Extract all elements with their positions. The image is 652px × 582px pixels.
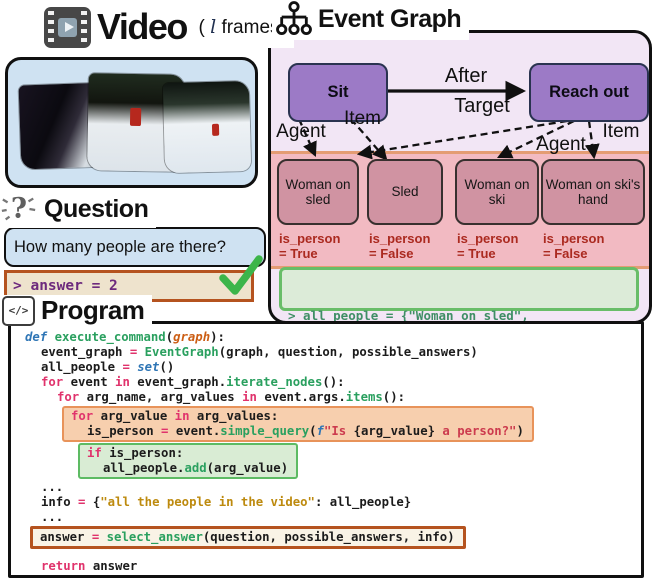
brown-highlight-box: answer = select_answer(question, possibl… — [30, 526, 466, 549]
result-line-1: > all_people = {"Woman on sled", — [288, 308, 529, 323]
svg-text:?: ? — [11, 193, 27, 225]
edge-label-item-left: Item — [344, 108, 381, 129]
skier-figure — [211, 123, 220, 136]
code-line: ... — [41, 480, 64, 494]
video-frame — [162, 80, 252, 174]
code-line: event_graph = EventGraph(graph, question… — [41, 345, 478, 359]
skier-figure — [129, 107, 142, 127]
orange-highlight-box: for arg_value in arg_values:is_person = … — [62, 406, 534, 442]
event-node-reach-out: Reach out — [529, 63, 649, 122]
edge-target — [356, 119, 568, 160]
question-title: Question — [44, 194, 149, 223]
code-line: is_person = event.simple_query(f"Is {arg… — [87, 424, 524, 438]
entity-card-woman-on-sled: Woman on sled — [277, 159, 359, 225]
is-person-flag: is_person= True — [279, 231, 341, 262]
event-node-sit: Sit — [288, 63, 388, 122]
code-line: all_people.add(arg_value) — [103, 461, 289, 475]
is-person-flag: is_person= False — [369, 231, 431, 262]
video-frame-count: ( l frames) — [198, 15, 286, 38]
video-title-row: Video ( l frames) — [44, 6, 294, 48]
edge-label-after: After — [444, 65, 488, 87]
code-line: answer = select_answer(question, possibl… — [40, 530, 455, 544]
event-graph-panel: Sit Reach out After Target Agent Item Ag… — [268, 30, 652, 324]
code-line — [11, 550, 641, 559]
program-title: Program — [41, 295, 145, 325]
code-line: return answer — [41, 559, 138, 573]
frames-variable: l — [210, 15, 217, 38]
entity-card-woman-on-skis-hand: Woman on ski's hand — [541, 159, 645, 225]
is-person-flag: is_person= False — [543, 231, 605, 262]
edge-agent-left — [297, 118, 317, 158]
edge-label-agent-left: Agent — [276, 121, 326, 142]
program-code: def execute_command(graph):event_graph =… — [11, 330, 641, 574]
edge-item-left — [350, 118, 388, 161]
all-people-result-box: > all_people = {"Woman on sled", "Woman … — [279, 267, 639, 321]
checkmark-icon — [219, 255, 263, 295]
answer-code: > answer = 2 — [13, 278, 118, 294]
event-edges — [297, 80, 600, 161]
code-line: for event in event_graph.iterate_nodes()… — [41, 375, 345, 389]
question-text: How many people are there? — [14, 237, 226, 256]
edge-label-agent-right: Agent — [536, 134, 586, 155]
video-title: Video — [97, 6, 188, 47]
code-icon: </> — [2, 295, 35, 326]
code-line: def execute_command(graph): — [25, 330, 225, 344]
green-highlight-box: if is_person:all_people.add(arg_value) — [78, 443, 299, 479]
code-line: for arg_value in arg_values: — [71, 409, 279, 423]
edge-label-target: Target — [454, 95, 510, 117]
question-mark-icon: ? — [1, 193, 36, 225]
code-line: for arg_name, arg_values in event.args.i… — [57, 390, 406, 404]
filmstrip-play-icon — [44, 6, 91, 48]
edge-label-item-right: Item — [602, 121, 640, 142]
edge-item-right — [584, 120, 600, 160]
event-graph-title-row: Event Graph — [272, 0, 470, 40]
video-thumbnails-box — [5, 57, 258, 188]
code-line: all_people = set() — [41, 360, 175, 374]
code-line: if is_person: — [87, 446, 184, 460]
event-graph-title: Event Graph — [318, 4, 462, 33]
entity-card-woman-on-ski: Woman on ski — [455, 159, 539, 225]
edge-agent-right — [496, 119, 575, 159]
program-title-row: </> Program — [2, 295, 153, 326]
program-box: def execute_command(graph):event_graph =… — [8, 321, 644, 578]
question-box: How many people are there? — [4, 227, 266, 267]
code-line: ... — [41, 510, 64, 524]
is-person-flag: is_person= True — [457, 231, 519, 262]
question-title-row: ? Question — [0, 190, 157, 228]
entity-card-sled: Sled — [367, 159, 443, 225]
code-line: info = {"all the people in the video": a… — [41, 495, 412, 509]
hierarchy-graph-icon — [276, 1, 312, 36]
